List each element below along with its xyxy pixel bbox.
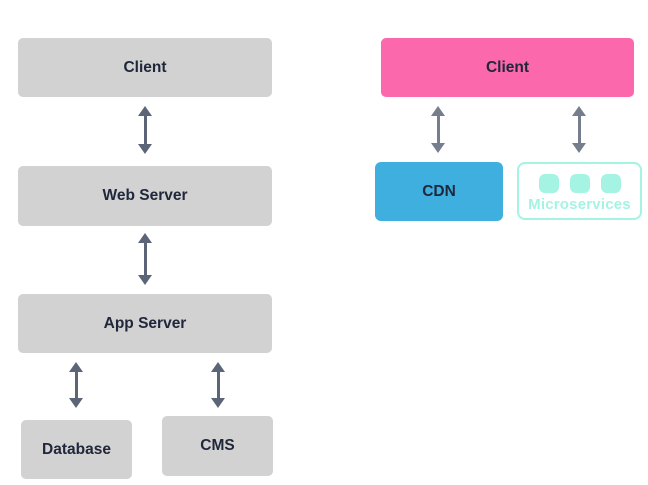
node-web-server: Web Server: [18, 166, 272, 226]
arrowhead-up-icon: [138, 106, 152, 116]
node-client-modern-label: Client: [485, 58, 530, 76]
node-microservices-label: Microservices: [528, 196, 631, 213]
node-cdn-label: CDN: [422, 182, 456, 200]
arrowhead-down-icon: [211, 398, 225, 408]
bidirectional-arrow-icon: [210, 362, 226, 408]
arrowhead-down-icon: [572, 143, 586, 153]
arrowhead-up-icon: [69, 362, 83, 372]
microservice-square-icon: [600, 174, 621, 193]
arrowhead-up-icon: [572, 106, 586, 116]
arrow-shaft: [216, 372, 220, 398]
bidirectional-arrow-icon: [68, 362, 84, 408]
arrowhead-up-icon: [211, 362, 225, 372]
node-cdn: CDN: [375, 162, 503, 221]
bidirectional-arrow-icon: [137, 233, 153, 285]
three-squares-icon: [538, 174, 621, 193]
node-microservices: Microservices: [517, 162, 642, 220]
node-database-label: Database: [42, 440, 111, 458]
node-cms: CMS: [162, 416, 273, 476]
node-database: Database: [21, 420, 132, 479]
node-web-server-label: Web Server: [102, 187, 188, 204]
arrow-shaft: [143, 116, 147, 144]
bidirectional-arrow-icon: [137, 106, 153, 154]
arrowhead-down-icon: [138, 275, 152, 285]
node-app-server: App Server: [18, 294, 272, 353]
bidirectional-arrow-icon: [571, 106, 587, 153]
arrowhead-down-icon: [431, 143, 445, 153]
node-cms-label: CMS: [200, 437, 235, 454]
node-client-traditional-label: Client: [123, 58, 167, 76]
bidirectional-arrow-icon: [430, 106, 446, 153]
arrowhead-down-icon: [138, 144, 152, 154]
arrowhead-up-icon: [138, 233, 152, 243]
arrow-shaft: [436, 116, 440, 143]
arrowhead-down-icon: [69, 398, 83, 408]
node-client-modern: Client: [381, 38, 634, 97]
arrow-shaft: [143, 243, 147, 275]
arrowhead-up-icon: [431, 106, 445, 116]
node-app-server-label: App Server: [103, 314, 187, 332]
arrow-shaft: [577, 116, 581, 143]
node-client-traditional: Client: [18, 38, 272, 97]
microservice-square-icon: [569, 174, 590, 193]
arrow-shaft: [74, 372, 78, 398]
microservice-square-icon: [538, 174, 559, 193]
